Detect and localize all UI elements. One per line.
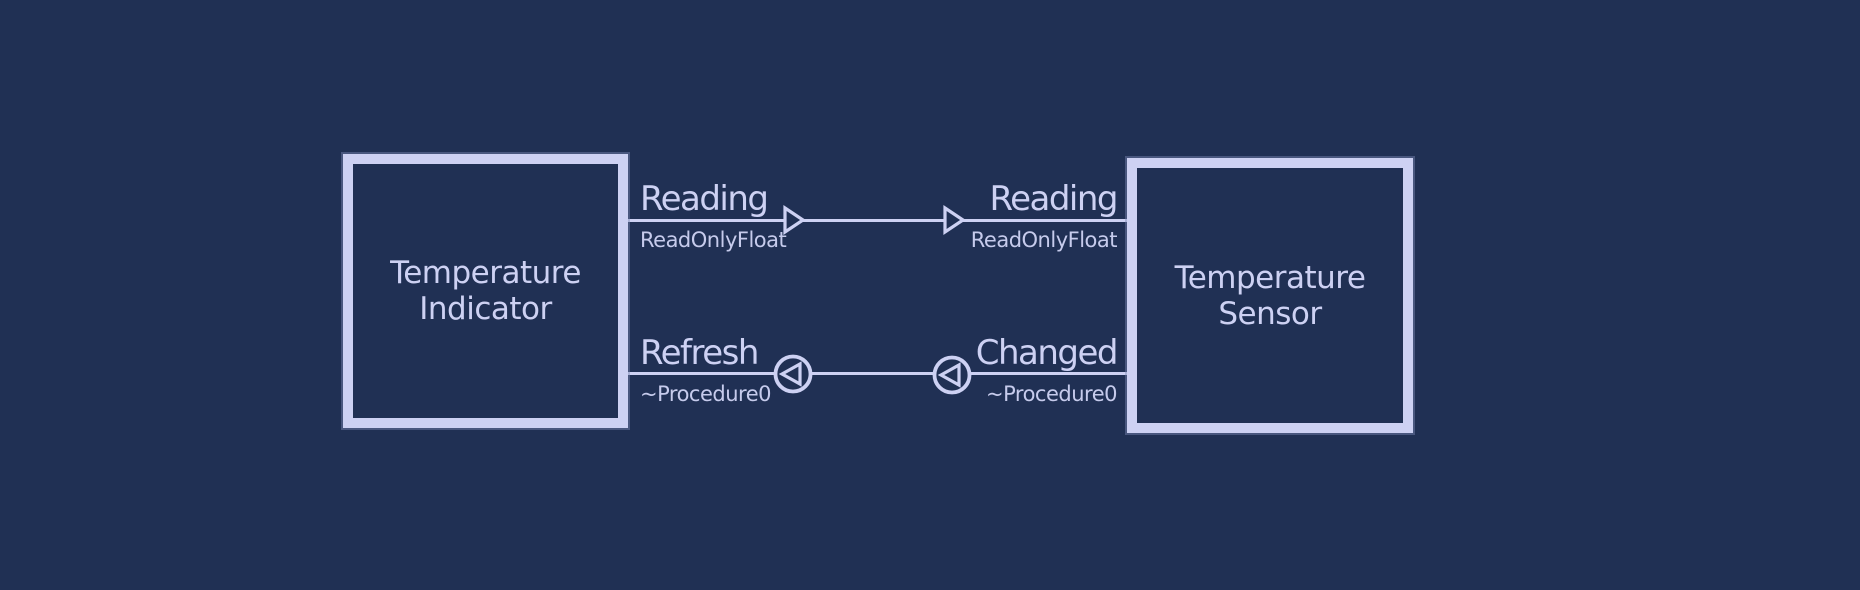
port-type-changed: ~Procedure0 bbox=[986, 382, 1117, 406]
port-type-reading-target: ReadOnlyFloat bbox=[970, 228, 1118, 252]
node-title-temperature-sensor: Temperature Sensor bbox=[1175, 260, 1366, 332]
node-title-line: Sensor bbox=[1218, 295, 1322, 332]
port-type-reading-source: ReadOnlyFloat bbox=[640, 228, 787, 252]
connection-reading-wire[interactable] bbox=[628, 219, 1127, 222]
circle-arrow-left-marker-icon[interactable] bbox=[928, 351, 976, 399]
node-temperature-sensor[interactable]: Temperature Sensor bbox=[1127, 158, 1413, 433]
arrow-right-marker-icon[interactable] bbox=[781, 205, 807, 235]
port-label-changed: Changed bbox=[975, 333, 1119, 373]
port-label-refresh: Refresh bbox=[640, 333, 759, 373]
arrow-right-marker-icon[interactable] bbox=[941, 205, 967, 235]
port-type-refresh: ~Procedure0 bbox=[640, 382, 771, 406]
port-label-reading-target: Reading bbox=[989, 179, 1118, 219]
node-title-line: Temperature bbox=[1174, 259, 1366, 296]
node-title-line: Temperature bbox=[390, 255, 581, 291]
node-title-temperature-indicator: Temperature Indicator bbox=[390, 255, 581, 327]
node-title-line: Indicator bbox=[419, 291, 552, 327]
connection-refresh-changed-wire[interactable] bbox=[628, 372, 1127, 375]
node-temperature-indicator[interactable]: Temperature Indicator bbox=[343, 154, 628, 428]
port-label-reading-source: Reading bbox=[640, 179, 769, 219]
circle-arrow-left-marker-icon[interactable] bbox=[769, 350, 817, 398]
